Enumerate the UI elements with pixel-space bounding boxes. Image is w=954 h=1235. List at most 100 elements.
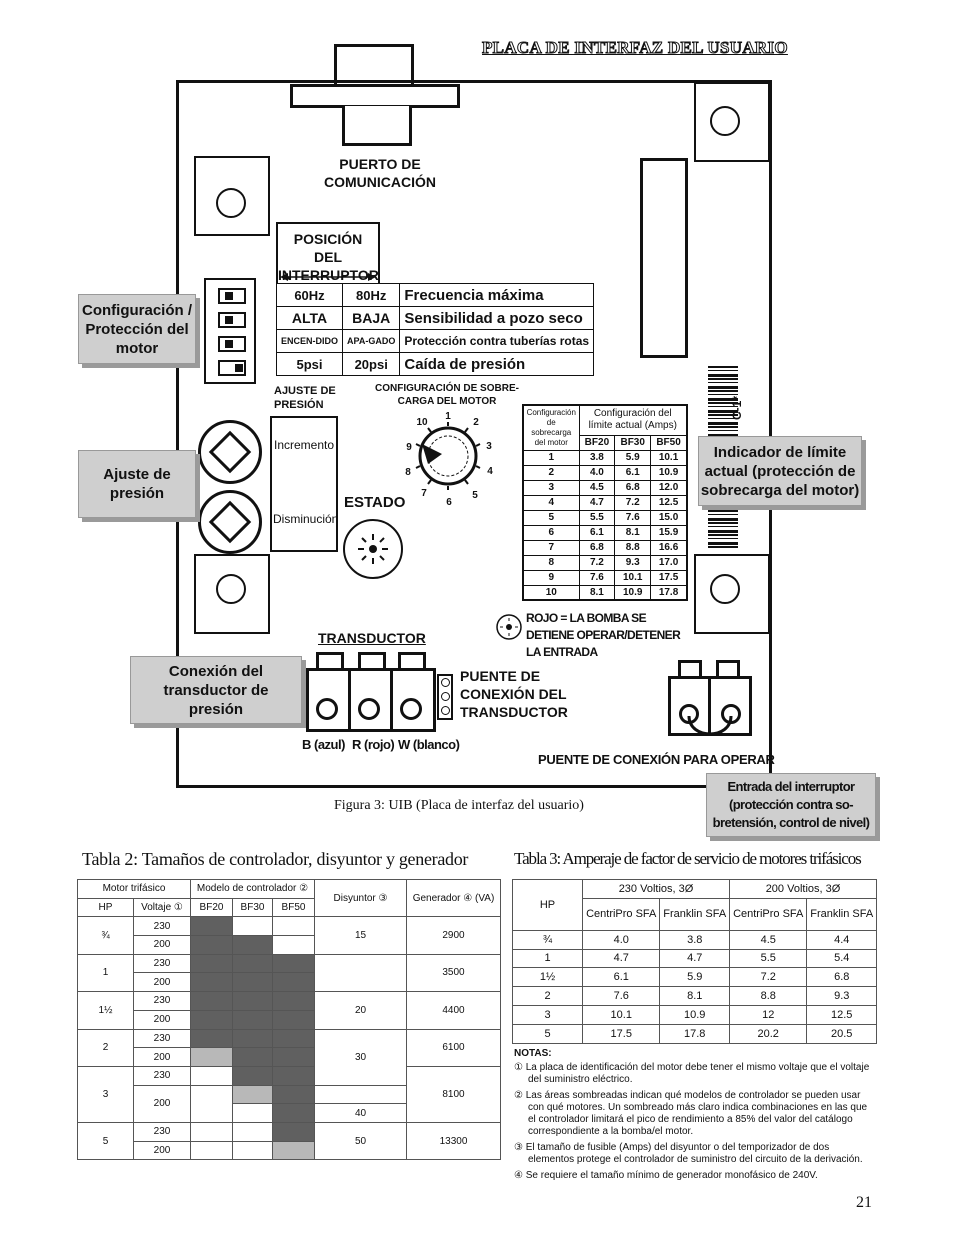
comm-port-label: PUERTO DE COMUNICACIÓN	[324, 156, 436, 190]
mount-hole-upper-left	[194, 156, 270, 236]
table3-cell: 3.8	[659, 929, 730, 950]
overload-cell: 5.5	[578, 509, 616, 526]
transducer-jumper-label: PUENTE DE CONEXIÓN DEL TRANSDUCTOR	[460, 668, 568, 720]
overload-cell: 3	[522, 479, 580, 496]
overload-cell: 8	[522, 554, 580, 571]
overload-cell: 4.5	[578, 479, 616, 496]
overload-cell: 15.9	[650, 524, 688, 541]
mount-hole-lower-left	[194, 554, 270, 634]
table3-cell: 4.7	[581, 948, 661, 969]
overload-cell: 1	[522, 449, 580, 466]
table3-cell: 5.9	[659, 967, 730, 988]
overload-cell: 12.0	[650, 479, 688, 496]
overload-cell: 4	[522, 494, 580, 511]
table3-cell: 9.3	[806, 986, 877, 1006]
table3-cell: 1	[512, 948, 583, 969]
dial-number-5: 5	[472, 490, 478, 501]
note-2: ② Las áreas sombreadas indican qué model…	[514, 1090, 868, 1137]
transducer-label: TRANSDUCTOR	[318, 630, 426, 646]
table3-cell: 12.5	[806, 1004, 877, 1025]
table3-cell: 2	[512, 986, 583, 1006]
overload-cell: 10.9	[614, 584, 652, 601]
overload-cell: 6	[522, 524, 580, 541]
callout-current-limit: Indicador de límite actual (protección d…	[698, 436, 862, 506]
terminal-r[interactable]	[358, 698, 380, 720]
overload-cell: 10.9	[650, 464, 688, 481]
overload-cell: 3.8	[578, 449, 616, 466]
overload-cell: 5.9	[614, 449, 652, 466]
table3-cell: 17.5	[581, 1023, 661, 1044]
callout-pressure-adjust: Ajuste de presión	[78, 450, 196, 518]
overload-cell: 17.8	[650, 584, 688, 601]
overload-cell: 8.1	[578, 584, 616, 601]
dip-switch-4[interactable]	[218, 360, 246, 376]
table3-cell: 6.1	[581, 967, 661, 988]
table3-cell: 20.5	[806, 1023, 877, 1044]
switch-position-header: POSICIÓN DEL INTERRUPTOR	[276, 222, 380, 284]
overload-cell: 10.1	[614, 569, 652, 586]
overload-cell: 6.1	[614, 464, 652, 481]
increase-button[interactable]	[198, 420, 262, 484]
figure-caption: Figura 3: UIB (Placa de interfaz del usu…	[334, 798, 584, 813]
decrease-button[interactable]	[198, 490, 262, 554]
overload-cell: 15.0	[650, 509, 688, 526]
terminal-w[interactable]	[400, 698, 422, 720]
dial-number-4: 4	[487, 466, 493, 477]
table3-cell: 1½	[512, 967, 583, 988]
dial-number-3: 3	[486, 441, 492, 452]
table3-title: Tabla 3: Amperaje de factor de servicio …	[514, 849, 862, 868]
table3-cell: 4.0	[581, 929, 661, 950]
table3-cell: 10.1	[581, 1004, 661, 1025]
wire-blue-label: B (azul)	[302, 737, 345, 752]
red-led-note: ROJO = LA BOMBA SE DETIENE OPERAR/DETENE…	[526, 611, 681, 659]
overload-cell: 5	[522, 509, 580, 526]
table2-title: Tabla 2: Tamaños de controlador, disyunt…	[82, 849, 469, 869]
dip-switch-1[interactable]	[218, 288, 246, 304]
dip-switch-3[interactable]	[218, 336, 246, 352]
table3-cell: 8.8	[728, 986, 808, 1006]
overload-cell: 10	[522, 584, 580, 601]
overload-cell: 16.6	[650, 539, 688, 556]
overload-cell: 6.8	[614, 479, 652, 496]
decrease-label: Disminución	[273, 512, 339, 526]
table3-cell: 5	[512, 1023, 583, 1044]
overload-cell: 8.8	[614, 539, 652, 556]
transducer-terminal-block	[306, 652, 436, 732]
overload-cell: 7.6	[578, 569, 616, 586]
table3-cell: 7.6	[581, 986, 661, 1006]
dial-number-1: 1	[445, 411, 451, 422]
overload-dial[interactable]: 1 2 3 4 5 6 7 8 9 10	[398, 408, 498, 508]
dial-number-7: 7	[421, 488, 427, 499]
overload-cell: 2	[522, 464, 580, 481]
table3-cell: 5.4	[806, 948, 877, 969]
overload-cell: 7	[522, 539, 580, 556]
table3-cell: 20.2	[728, 1023, 808, 1044]
overload-cell: 7.2	[614, 494, 652, 511]
wire-red-label: R (rojo)	[352, 737, 395, 752]
run-jumper-block[interactable]	[668, 660, 752, 736]
overload-cell: 7.6	[614, 509, 652, 526]
table3-cell: 6.8	[806, 967, 877, 988]
callout-transducer-connection: Conexión del transductor de presión	[130, 656, 302, 724]
terminal-b[interactable]	[316, 698, 338, 720]
dip-switch-2[interactable]	[218, 312, 246, 328]
overload-cell: 9.3	[614, 554, 652, 571]
dial-number-6: 6	[446, 497, 452, 508]
overload-cell: 17.0	[650, 554, 688, 571]
transducer-jumper-pins[interactable]	[437, 674, 453, 720]
dial-number-8: 8	[405, 467, 411, 478]
overload-cell: 4.7	[578, 494, 616, 511]
run-jumper-label: PUENTE DE CONEXIÓN PARA OPERAR	[538, 752, 775, 767]
pressure-adjust-box	[270, 416, 338, 552]
